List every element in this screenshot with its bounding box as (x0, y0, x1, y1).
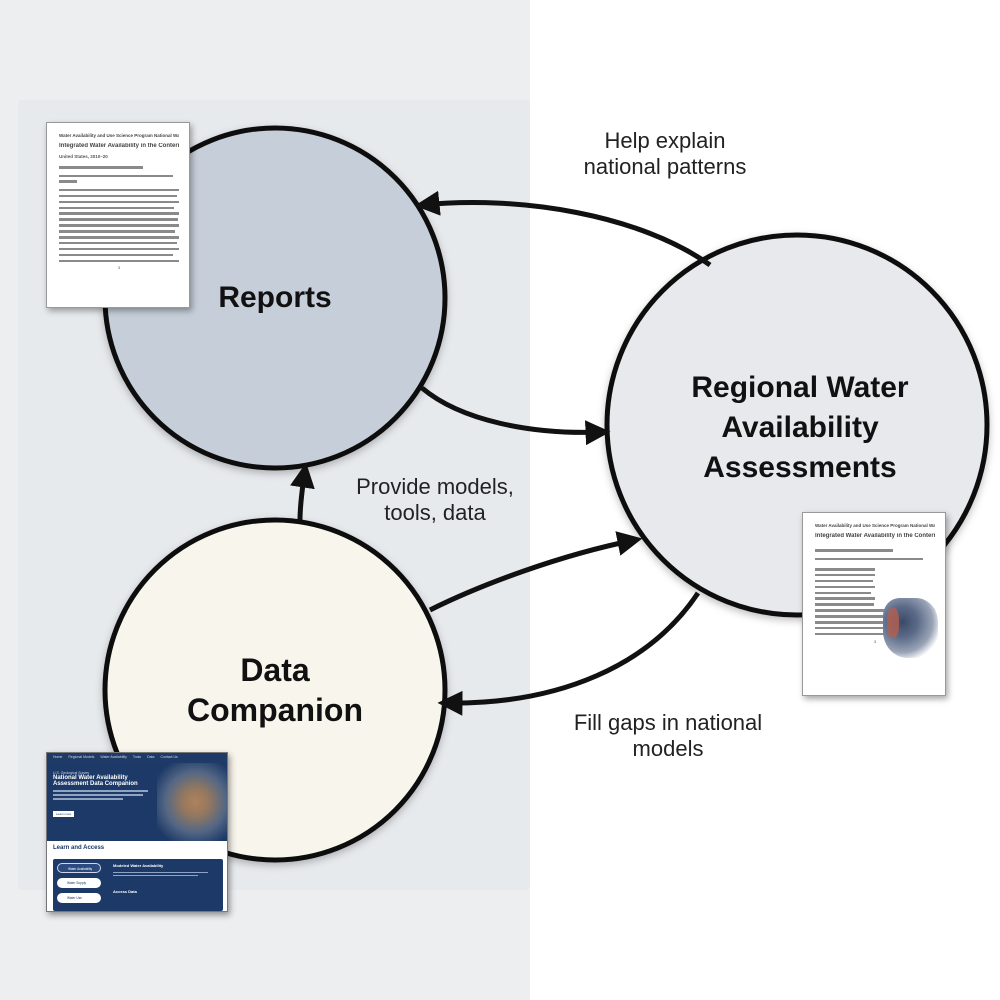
web-pill: Water Availability (57, 863, 101, 873)
report2-header: Water Availability and Use Science Progr… (815, 523, 935, 528)
companion-label-line-1: Data (240, 652, 310, 688)
web-nav-item: Data (147, 755, 155, 759)
arrow-companion-to-regional (428, 531, 643, 613)
companion-label: Data Companion (160, 650, 390, 730)
report2-title: Integrated Water Availability in the Con… (815, 533, 935, 539)
edge-label-help-explain: Help explain national patterns (560, 128, 770, 180)
web-panel-text (113, 870, 213, 878)
web-title-line-2: Assessment Data Companion (53, 781, 138, 787)
web-nav-item: Regional Models (68, 755, 95, 759)
arrow-regional-to-companion (437, 591, 701, 716)
edge-label-fill-gaps: Fill gaps in national models (548, 710, 788, 762)
report-page-number: 3 (117, 265, 121, 271)
report2-page-number: 3 (873, 638, 877, 644)
report-thumbnail-bottom: Water Availability and Use Science Progr… (802, 512, 946, 696)
web-title-line-1: National Water Availability (53, 775, 128, 781)
data-companion-webpage-thumbnail: Home Regional Models Water Availability … (46, 752, 228, 912)
web-learn-more-button: Learn more (53, 811, 75, 817)
web-panel: Water Availability Water Supply Water Us… (53, 859, 223, 911)
web-pill: Water Supply (57, 878, 101, 888)
regional-label-line-3: Assessments (703, 451, 897, 484)
web-agency: U.S. Geological Survey (53, 771, 90, 775)
companion-label-line-2: Companion (187, 692, 363, 728)
edge-label-fill-gaps-line-1: Fill gaps in national (573, 710, 763, 735)
web-pill: Water Use (57, 893, 101, 903)
edge-label-provide-models-line-1: Provide models, (356, 474, 514, 499)
web-hero: U.S. Geological Survey National Water Av… (47, 763, 227, 841)
us-map-figure (883, 598, 938, 658)
report-title: Integrated Water Availability in the Con… (59, 143, 179, 149)
edge-label-provide-models-line-2: tools, data (384, 500, 486, 525)
report-thumbnail-top: Water Availability and Use Science Progr… (46, 122, 190, 308)
edge-label-fill-gaps-line-2: models (632, 736, 704, 761)
arrow-regional-to-reports (414, 190, 712, 268)
web-panel-heading-1: Modeled Water Availability (113, 863, 164, 868)
web-section-title: Learn and Access (53, 845, 105, 851)
edge-label-provide-models: Provide models, tools, data (335, 474, 535, 526)
report-header: Water Availability and Use Science Progr… (59, 133, 179, 138)
web-nav-item: Water Availability (100, 755, 127, 759)
web-panel-heading-2: Access Data (113, 889, 137, 894)
regional-label-line-2: Availability (721, 411, 879, 444)
report-subtitle: United States, 2010–20 (59, 154, 108, 159)
arrow-reports-to-regional (420, 386, 611, 446)
arrow-companion-to-reports (290, 462, 315, 521)
web-nav-item: Home (53, 755, 63, 759)
web-hero-map (157, 763, 227, 841)
regional-label-line-1: Regional Water (691, 371, 909, 404)
web-nav: Home Regional Models Water Availability … (47, 753, 227, 763)
regional-label: Regional Water Availability Assessments (640, 368, 960, 488)
web-description (53, 790, 153, 800)
web-nav-item: Contact Us (160, 755, 178, 759)
web-nav-item: Tools (132, 755, 142, 759)
reports-label: Reports (218, 281, 332, 314)
edge-label-help-explain-line-2: national patterns (583, 154, 747, 179)
edge-label-help-explain-line-1: Help explain (604, 128, 726, 153)
